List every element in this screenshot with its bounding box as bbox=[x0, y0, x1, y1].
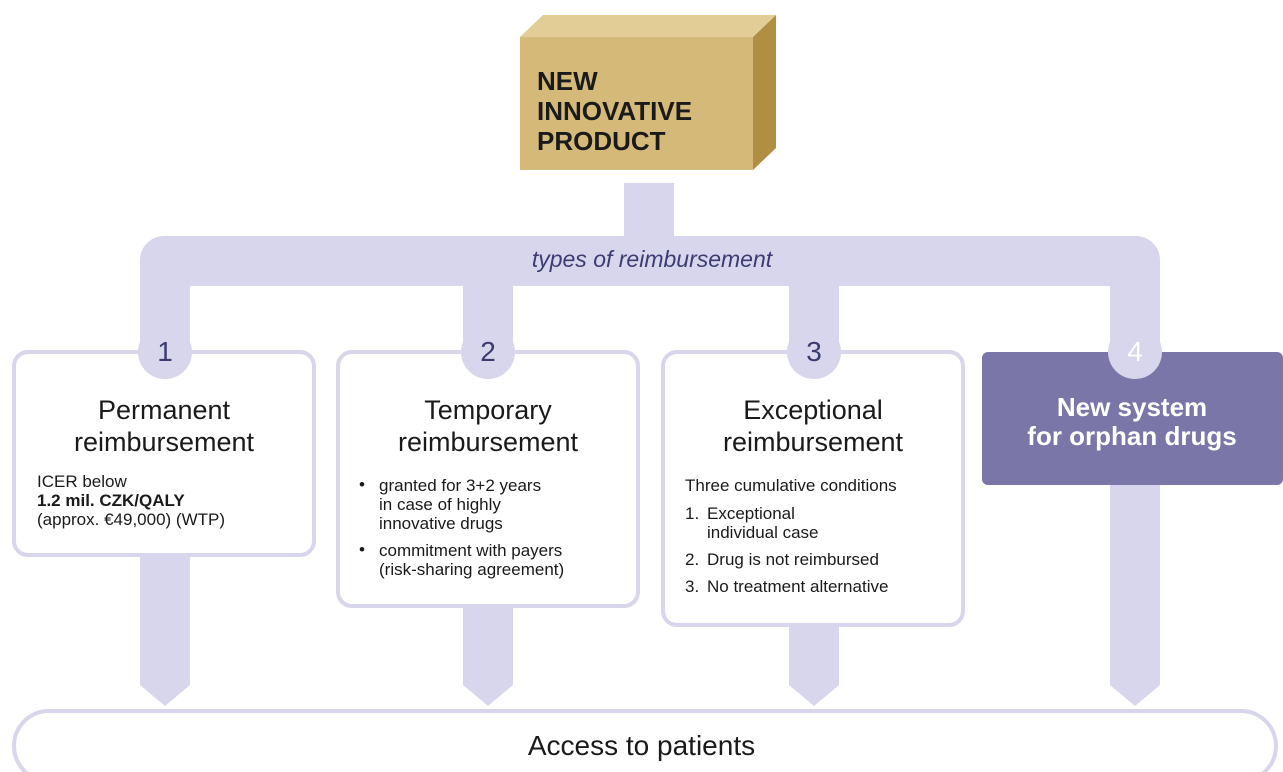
bullet-item: • granted for 3+2 years in case of highly… bbox=[357, 475, 627, 533]
icer-line: ICER below bbox=[37, 472, 127, 491]
cube-front bbox=[520, 37, 753, 170]
condition-text: Exceptional individual case bbox=[707, 504, 819, 542]
number-circle-4 bbox=[1108, 325, 1162, 379]
product-label: NEW INNOVATIVE PRODUCT bbox=[537, 66, 693, 156]
box-4-frame bbox=[982, 352, 1283, 485]
arrow-1 bbox=[140, 555, 190, 706]
bullet-dot-icon: • bbox=[359, 540, 365, 559]
box-4-title: New system for orphan drugs bbox=[1027, 392, 1237, 451]
box-3-number: 3 bbox=[806, 336, 822, 367]
number-circle-2 bbox=[461, 325, 515, 379]
condition-item: 3. No treatment alternative bbox=[685, 577, 955, 596]
cube-top bbox=[520, 15, 776, 37]
conditions-intro: Three cumulative conditions bbox=[685, 476, 897, 495]
box-4-number: 4 bbox=[1127, 336, 1143, 367]
types-band bbox=[140, 236, 1160, 286]
product-stem bbox=[624, 183, 674, 243]
conditions-list: 1. Exceptional individual case 2. Drug is … bbox=[685, 504, 955, 596]
icer-threshold: 1.2 mil. CZK/QALY bbox=[37, 491, 185, 510]
box-1-number: 1 bbox=[157, 336, 173, 367]
arrow-4 bbox=[1110, 484, 1160, 706]
condition-text: Drug is not reimbursed bbox=[707, 550, 879, 569]
box-2-body: • granted for 3+2 years in case of highly… bbox=[357, 475, 627, 587]
condition-index: 2. bbox=[685, 550, 700, 569]
box-1-title: Permanent reimbursement bbox=[73, 395, 255, 457]
access-bar bbox=[12, 709, 1278, 772]
icer-approx: (approx. €49,000) (WTP) bbox=[37, 510, 226, 529]
condition-item: 1. Exceptional individual case bbox=[685, 504, 955, 542]
box-1-body: ICER below 1.2 mil. CZK/QALY (approx. €4… bbox=[37, 472, 307, 529]
condition-index: 1. bbox=[685, 504, 700, 523]
number-circle-1 bbox=[138, 325, 192, 379]
box-3-title: Exceptional reimbursement bbox=[722, 395, 904, 457]
box-3-body: Three cumulative conditions 1. Exceptiona… bbox=[685, 476, 955, 604]
access-label: Access to patients bbox=[527, 730, 756, 761]
condition-index: 3. bbox=[685, 577, 700, 596]
number-circle-3 bbox=[787, 325, 841, 379]
arrow-2 bbox=[463, 605, 513, 706]
types-label: types of reimbursement bbox=[531, 246, 773, 272]
condition-item: 2. Drug is not reimbursed bbox=[685, 550, 955, 569]
bullet-text: commitment with payers (risk-sharing agr… bbox=[379, 541, 565, 579]
arrow-3 bbox=[789, 625, 839, 706]
bullet-item: • commitment with payers (risk-sharing ag… bbox=[357, 540, 627, 579]
box-2-title: Temporary reimbursement bbox=[397, 395, 579, 457]
bullet-text: granted for 3+2 years in case of highly … bbox=[379, 476, 542, 533]
bullet-dot-icon: • bbox=[359, 475, 365, 494]
condition-text: No treatment alternative bbox=[707, 577, 889, 596]
product-cube bbox=[520, 15, 776, 170]
box-2-number: 2 bbox=[480, 336, 496, 367]
temporary-bullets: • granted for 3+2 years in case of highly… bbox=[357, 475, 627, 579]
cube-side bbox=[753, 15, 776, 170]
